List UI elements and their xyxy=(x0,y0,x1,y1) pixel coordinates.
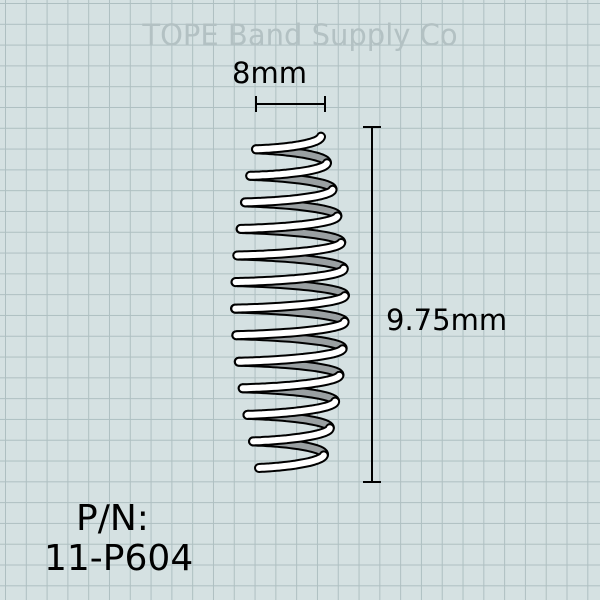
part-number-label: P/N: xyxy=(76,498,149,539)
spring-front-wire xyxy=(232,133,348,471)
height-dimension-line xyxy=(363,126,381,483)
spring-coil xyxy=(232,131,348,471)
brand-watermark: TOPE Band Supply Co xyxy=(142,18,458,52)
part-number-value: 11-P604 xyxy=(44,538,194,579)
width-dimension-line xyxy=(255,96,326,112)
height-dimension-label: 9.75mm xyxy=(386,303,508,337)
width-dimension-label: 8mm xyxy=(232,56,307,90)
